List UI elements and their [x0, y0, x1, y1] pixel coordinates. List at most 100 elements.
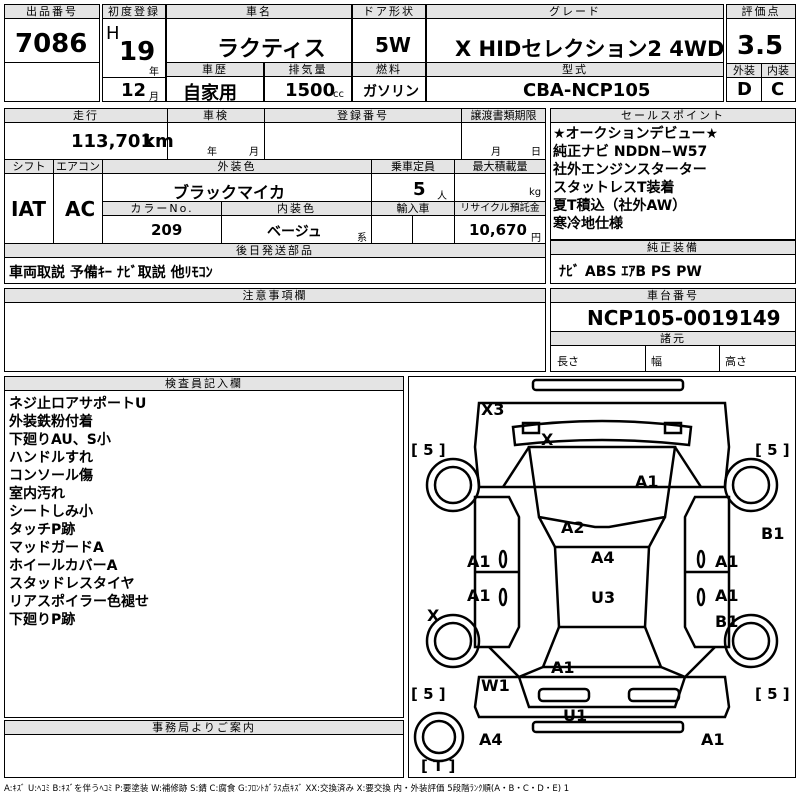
transfer-label: 譲渡書類期限	[462, 109, 545, 123]
shift-label: シフト	[5, 160, 53, 174]
equipment-label: 純正装備	[551, 241, 795, 255]
chassis-label: 車台番号	[551, 289, 795, 303]
mileage-label: 走行	[5, 109, 167, 123]
office-label: 事務局よりご案内	[5, 721, 403, 735]
int-grade: C	[771, 79, 785, 100]
import-label: 輸入車	[372, 202, 454, 216]
transfer-month-unit: 月	[491, 147, 501, 158]
dmg-a2: A2	[561, 518, 585, 537]
dmg-x-left: X	[427, 606, 440, 625]
dmg-u3: U3	[591, 588, 615, 607]
dmg-a1-corner: A1	[701, 730, 725, 749]
score: 3.5	[737, 31, 784, 61]
diagram-box: X3 X A1 A2 A4 U3 A1 A1 A1 A1 B1 B1 X A1 …	[408, 376, 796, 778]
chassis-number: NCP105-0019149	[587, 306, 781, 330]
grade-box: グレード X HIDセレクション2 4WD	[426, 4, 724, 64]
cc-unit: cc	[333, 89, 344, 100]
office-box: 事務局よりご案内	[4, 720, 404, 778]
dmg-x-top: X	[541, 430, 554, 449]
selling-item: 寒冷地仕様	[553, 216, 623, 232]
ext-color: ブラックマイカ	[173, 183, 286, 202]
year-unit: 年	[149, 67, 159, 78]
color-no: 209	[151, 221, 183, 239]
model-label: 型式	[427, 63, 723, 77]
ext-color-label: 外装色	[103, 160, 371, 174]
selling-label: セールスポイント	[551, 109, 795, 123]
inspector-item: スタッドレスタイヤ	[9, 576, 135, 592]
selling-box: セールスポイント ★オークションデビュー★ 純正ナビ NDDN−W57 社外エン…	[550, 108, 796, 240]
equipment: ﾅﾋﾞ ABS ｴｱB PS PW	[559, 264, 702, 280]
lot-number: 7086	[15, 29, 88, 59]
tire-rl-depth: [ 5 ]	[411, 685, 446, 703]
grade: X HIDセレクション2 4WD	[455, 37, 725, 61]
transfer-day-unit: 日	[531, 147, 541, 158]
lot-label: 出品番号	[5, 5, 99, 19]
dmg-x3: X3	[481, 400, 504, 419]
inspector-item: ホイールカバーA	[9, 558, 118, 574]
first-reg-box: 初度登録 H 19 年 12 月	[102, 4, 166, 103]
tire-fl-depth: [ 5 ]	[411, 441, 446, 459]
model: CBA-NCP105	[523, 80, 651, 101]
later-parts: 車両取説 予備ｷｰ ﾅﾋﾞ取説 他ﾘﾓｺﾝ	[9, 265, 213, 281]
int-color-label: 内装色	[222, 202, 371, 216]
dmg-b1-right2: B1	[715, 612, 738, 631]
car-name: ラクティス	[217, 37, 326, 62]
inspector-item: 外装鉄粉付着	[9, 414, 93, 430]
dmg-a1-right2: A1	[715, 586, 739, 605]
width-label: 幅	[651, 355, 662, 368]
selling-item: スタットレスT装着	[553, 180, 675, 196]
recycle-label: リサイクル預託金	[455, 202, 545, 216]
history: 自家用	[183, 83, 237, 104]
insp-year-unit: 年	[207, 147, 217, 158]
inspector-item: 下廻りAU、S小	[9, 432, 111, 448]
inspector-item: ハンドルすれ	[9, 450, 93, 466]
caution-label: 注意事項欄	[5, 289, 545, 303]
inspector-item: シートしみ小	[9, 504, 93, 520]
reg-month: 12	[121, 80, 147, 101]
inspector-item: コンソール傷	[9, 468, 93, 484]
int-label: 内装	[761, 64, 795, 78]
capacity-unit: 人	[437, 191, 447, 202]
displacement-box: 排気量 1500 cc	[264, 62, 352, 102]
dmg-a4: A4	[591, 548, 615, 567]
ext-label: 外装	[727, 64, 761, 78]
inspector-item: 室内汚れ	[9, 486, 65, 502]
door-label: ドア形状	[353, 5, 425, 19]
detail-box: 走行 車検 登録番号 譲渡書類期限 113,701 km 年 月 月 日 シフト…	[4, 108, 546, 284]
length-label: 長さ	[557, 355, 579, 368]
shift: IAT	[11, 197, 47, 221]
ac: AC	[65, 197, 96, 221]
load-label: 最大積載量	[455, 160, 545, 174]
inspection-label: 車検	[168, 109, 264, 123]
inspector-item: 下廻りP跡	[9, 612, 76, 628]
dmg-a4-corner: A4	[479, 730, 503, 749]
ac-label: エアコン	[54, 160, 102, 174]
capacity-label: 乗車定員	[372, 160, 454, 174]
score-label: 評価点	[727, 5, 795, 19]
dmg-a1-roof: A1	[635, 472, 659, 491]
later-label: 後日発送部品	[5, 244, 545, 258]
load-unit: kg	[529, 187, 542, 198]
legend: A:ｷｽﾞ U:ﾍｺﾐ B:ｷｽﾞを伴うﾍｺﾐ P:要塗装 W:補修跡 S:錆 …	[4, 784, 570, 794]
tire-fr-depth: [ 5 ]	[755, 441, 790, 459]
fuel-box: 燃料 ガソリン	[352, 62, 426, 102]
era: H	[106, 23, 120, 44]
km-unit: km	[143, 131, 174, 152]
caution-box: 注意事項欄	[4, 288, 546, 372]
selling-item: 純正ナビ NDDN−W57	[553, 144, 708, 160]
first-reg-label: 初度登録	[103, 5, 165, 19]
selling-item: 夏T積込（社外AW）	[553, 198, 687, 214]
car-name-label: 車名	[167, 5, 351, 19]
inspector-list: ネジ止ロアサポートU 外装鉄粉付着 下廻りAU、S小 ハンドルすれ コンソール傷…	[9, 395, 149, 629]
selling-list: ★オークションデビュー★ 純正ナビ NDDN−W57 社外エンジンスターター ス…	[553, 125, 718, 233]
lot-box: 出品番号 7086	[4, 4, 100, 102]
selling-item: ★オークションデビュー★	[553, 126, 719, 142]
dmg-a1-left1: A1	[467, 552, 491, 571]
tire-rr-depth: [ 5 ]	[755, 685, 790, 703]
recycle-fee: 10,670	[469, 221, 527, 239]
tire-spare: [ T ]	[421, 757, 455, 775]
chassis-box: 車台番号 NCP105-0019149 諸元 長さ 幅 高さ	[550, 288, 796, 372]
dmg-a1-right1: A1	[715, 552, 739, 571]
int-color: ベージュ	[267, 224, 322, 240]
selling-item: 社外エンジンスターター	[553, 162, 707, 178]
